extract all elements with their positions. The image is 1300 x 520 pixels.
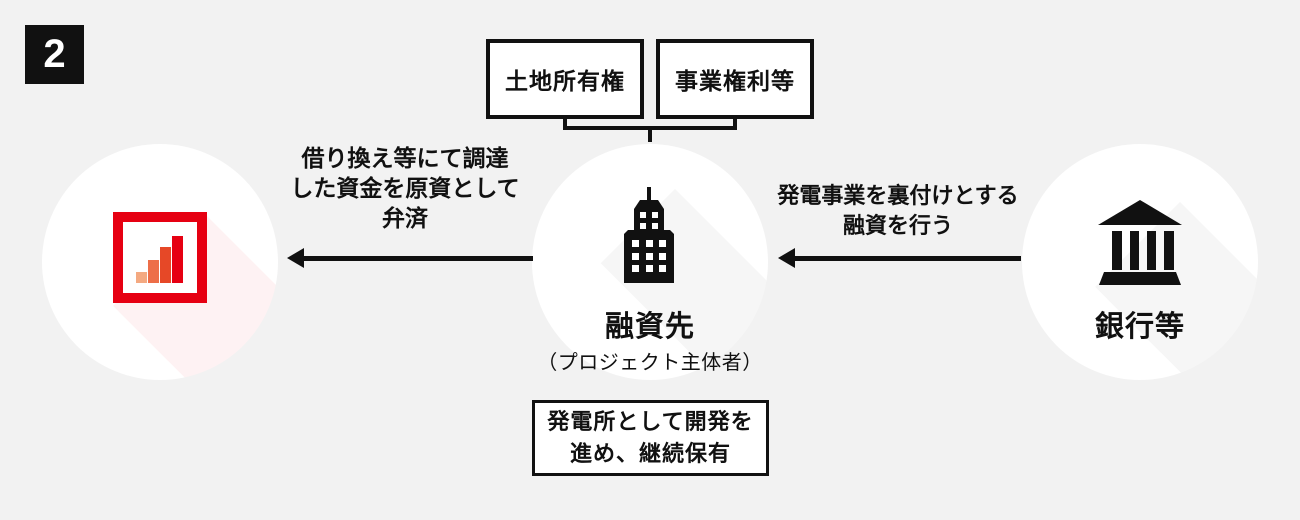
bar-chart-logo	[113, 212, 207, 303]
repay-arrow-head-icon	[287, 248, 304, 268]
repay-label-line1: 借り換え等にて調達	[301, 145, 509, 171]
loan-arrow-label: 発電事業を裏付けとする 融資を行う	[745, 181, 1051, 241]
note-line1: 発電所として開発を	[547, 409, 754, 434]
business-rights-label: 事業権利等	[675, 68, 795, 94]
loan-arrow-line	[794, 256, 1021, 261]
repay-label-line3: 弁済	[382, 205, 428, 231]
logo-bar-4	[172, 236, 183, 283]
bank-title: 銀行等	[1094, 311, 1185, 343]
repay-label-line2: した資金を原資として	[290, 175, 520, 201]
step-badge: 2	[25, 25, 84, 84]
logo-bar-2	[148, 260, 159, 283]
repay-arrow-label: 借り換え等にて調達 した資金を原資として 弁済	[255, 143, 555, 233]
building-icon	[624, 187, 674, 283]
land-ownership-box: 土地所有権	[486, 39, 644, 119]
logo-bar-1	[136, 272, 147, 283]
connector-stub-left	[563, 119, 567, 130]
borrower-subtitle: （プロジェクト主体者）	[537, 352, 763, 374]
note-line2: 進め、継続保有	[569, 441, 731, 466]
bank-icon	[1098, 200, 1182, 285]
development-note-box: 発電所として開発を 進め、継続保有	[532, 400, 769, 476]
logo-bar-3	[160, 247, 171, 283]
bank-circle	[1022, 144, 1258, 380]
connector-stub-right	[733, 119, 737, 130]
repay-arrow-line	[303, 256, 533, 261]
step-number: 2	[43, 32, 66, 76]
connector-rail	[563, 126, 737, 130]
borrower-title: 融資先	[604, 311, 695, 343]
business-rights-box: 事業権利等	[656, 39, 814, 119]
loan-label-line2: 融資を行う	[842, 213, 953, 238]
loan-label-line1: 発電事業を裏付けとする	[777, 183, 1019, 208]
loan-arrow-head-icon	[778, 248, 795, 268]
connector-stub-center	[648, 130, 652, 142]
land-ownership-label: 土地所有権	[505, 68, 625, 94]
